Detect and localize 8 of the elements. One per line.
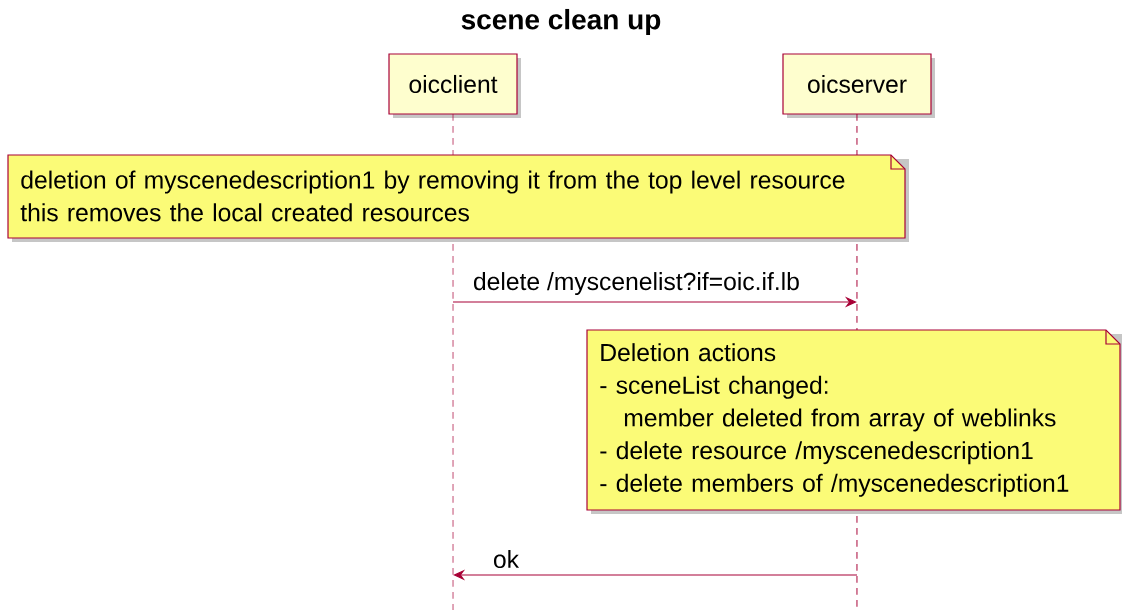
note: Deletion actions - sceneList changed: member deleted from array of weblinks - delete resource /myscenedescription1 - delete members of /myscenedescription1 [586,329,1122,514]
lifeline [856,113,858,610]
message-label: ok [490,547,522,571]
title: scene clean up [461,8,661,36]
participant-box: oicserver [782,53,935,118]
participant-box: oicclient [388,53,521,118]
message-label: delete /myscenelist?if=oic.if.lb [470,269,803,298]
note: deletion of myscenedescription1 by removing it from the top level resource this removes the local created resources [7,154,909,242]
